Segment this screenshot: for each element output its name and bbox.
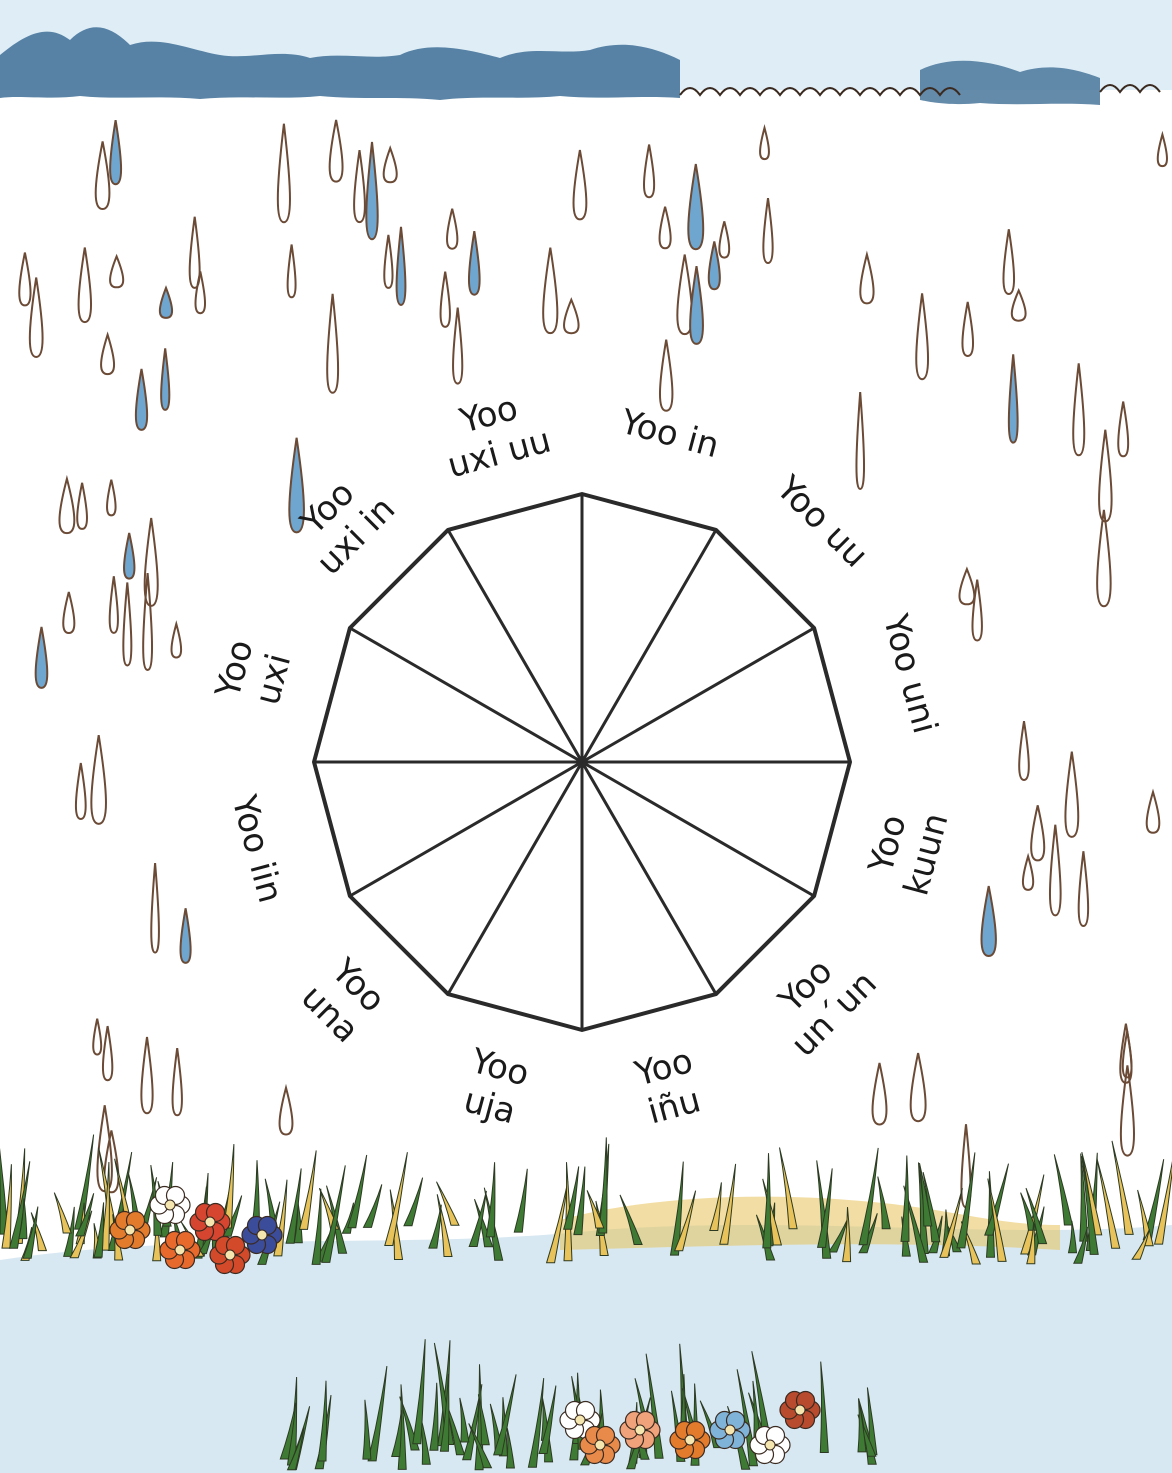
- flower: [620, 1412, 660, 1449]
- flower-center: [725, 1425, 735, 1435]
- flower: [110, 1212, 150, 1249]
- flower: [150, 1187, 190, 1224]
- flower-center: [595, 1440, 605, 1450]
- flower-center: [795, 1405, 805, 1415]
- flower: [750, 1427, 790, 1464]
- flower-center: [175, 1245, 185, 1255]
- flower: [580, 1427, 620, 1464]
- flower-center: [765, 1440, 775, 1450]
- flower-center: [257, 1230, 267, 1240]
- flower: [670, 1422, 710, 1459]
- flower-center: [635, 1425, 645, 1435]
- flower-center: [685, 1435, 695, 1445]
- flower-center: [165, 1200, 175, 1210]
- flower: [780, 1392, 820, 1429]
- flower: [190, 1204, 230, 1241]
- flower-center: [125, 1225, 135, 1235]
- flower: [242, 1217, 282, 1254]
- flower-center: [225, 1250, 235, 1260]
- flower-center: [575, 1415, 585, 1425]
- flower: [210, 1237, 250, 1274]
- flower-center: [205, 1217, 215, 1227]
- flower: [710, 1412, 750, 1449]
- flower: [160, 1232, 200, 1269]
